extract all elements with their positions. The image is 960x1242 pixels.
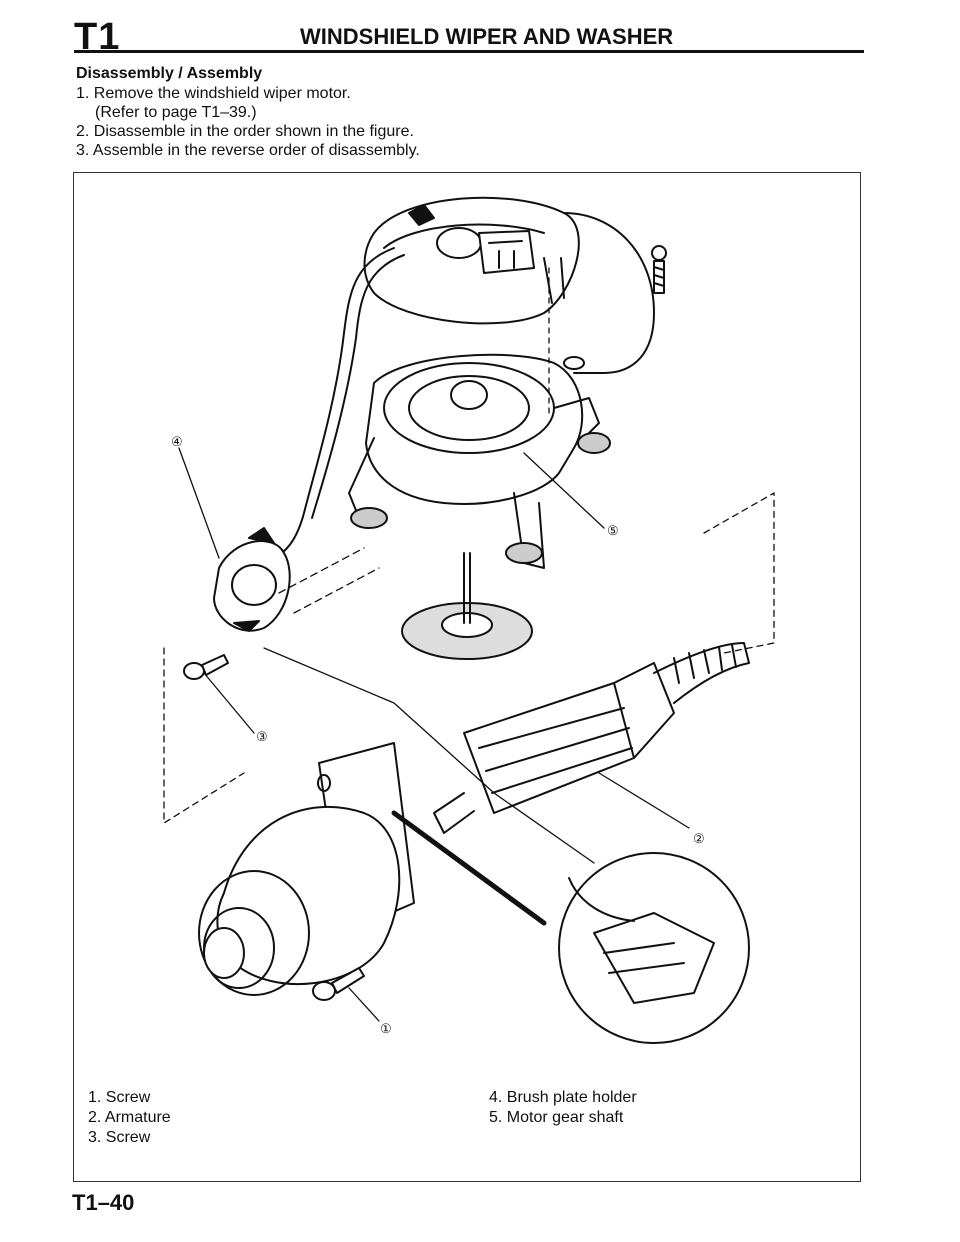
screw-left <box>183 654 229 680</box>
exploded-view-figure: ④ ⑤ ③ ② ① <box>73 172 861 1182</box>
exploded-view-drawing: ④ ⑤ ③ ② ① <box>163 196 775 1044</box>
step-1-note: (Refer to page T1–39.) <box>95 104 257 121</box>
screw-bottom <box>312 967 365 1001</box>
legend-item-5: 5. Motor gear shaft <box>489 1109 624 1126</box>
legend-item-4: 4. Brush plate holder <box>489 1089 637 1106</box>
detail-inset <box>558 852 750 1044</box>
legend-right: 4. Brush plate holder 5. Motor gear shaf… <box>489 1088 637 1128</box>
motor-gear-shaft <box>401 552 533 660</box>
callout-3: ③ <box>256 729 268 744</box>
procedure-heading: Disassembly / Assembly <box>76 65 263 82</box>
gear-cover <box>363 196 655 374</box>
callout-2: ② <box>693 831 705 846</box>
wire-harness <box>273 247 395 559</box>
callout-4: ④ <box>171 434 183 449</box>
screw-top-right <box>651 245 667 294</box>
legend-left: 1. Screw 2. Armature 3. Screw <box>88 1088 171 1148</box>
step-1: 1. Remove the windshield wiper motor. <box>76 85 351 102</box>
step-2: 2. Disassemble in the order shown in the… <box>76 123 414 140</box>
procedure-steps: 1. Remove the windshield wiper motor. (R… <box>76 84 420 160</box>
gear-housing <box>348 353 611 569</box>
callout-5: ⑤ <box>607 523 619 538</box>
legend-item-2: 2. Armature <box>88 1109 171 1126</box>
callout-1: ① <box>380 1021 392 1036</box>
section-title: WINDSHIELD WIPER AND WASHER <box>300 24 674 49</box>
legend-item-1: 1. Screw <box>88 1089 151 1106</box>
header-rule <box>74 50 864 53</box>
motor-yoke <box>198 742 415 996</box>
leader-lines <box>163 267 775 1022</box>
step-3: 3. Assemble in the reverse order of disa… <box>76 142 420 159</box>
armature <box>433 642 750 834</box>
legend-item-3: 3. Screw <box>88 1129 151 1146</box>
page-number: T1–40 <box>72 1190 135 1215</box>
brush-plate-holder <box>213 527 291 632</box>
